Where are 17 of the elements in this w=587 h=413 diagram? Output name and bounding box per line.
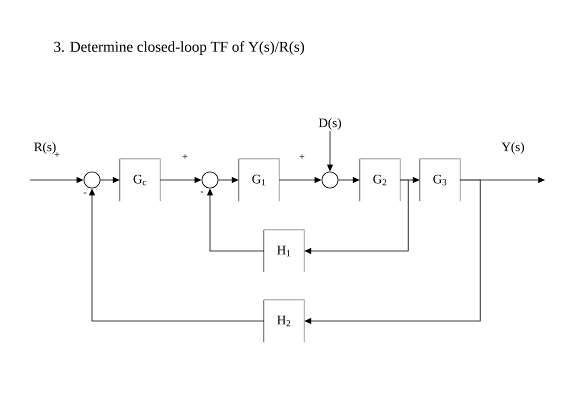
summing-junction (322, 172, 338, 188)
block: G$_{c}$ (119, 158, 161, 202)
block: G$_{2}$ (359, 158, 401, 202)
signal-label: R(s) (34, 142, 56, 154)
sign-label: + (300, 154, 304, 159)
block: H$_{1}$ (263, 229, 305, 273)
block: G$_{1}$ (238, 158, 280, 202)
signal-label: D(s) (318, 118, 341, 130)
sign-label: + (182, 154, 188, 159)
sign-label: + (54, 152, 60, 157)
block: H$_{2}$ (263, 299, 305, 343)
signal-label: Y(s) (502, 142, 524, 154)
summing-junction (202, 172, 218, 188)
title: 3. Determine closed-loop TF of Y(s)/R(s) (54, 41, 304, 55)
sign-label: - (84, 192, 86, 194)
block: G$_{3}$ (419, 158, 461, 202)
summing-junction (84, 172, 100, 188)
